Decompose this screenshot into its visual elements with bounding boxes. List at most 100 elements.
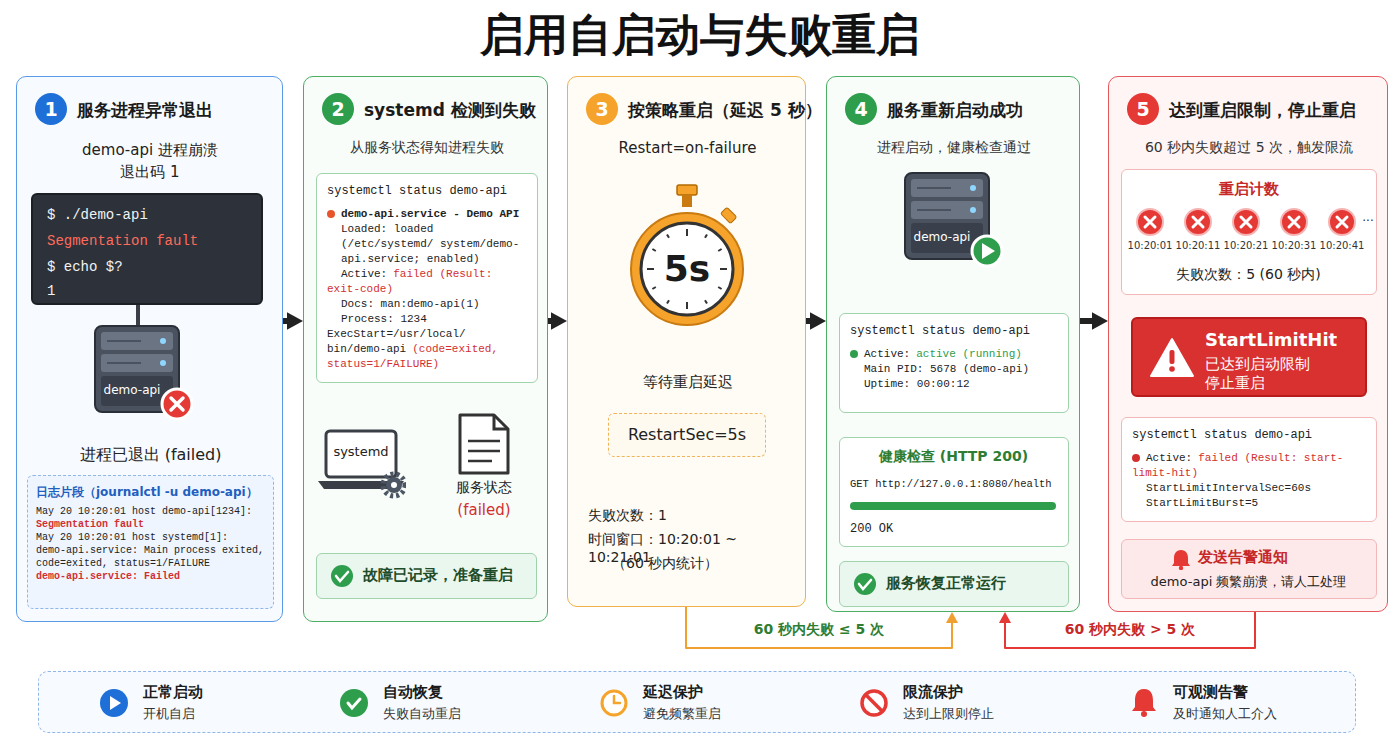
callout-number: 4 xyxy=(845,93,877,125)
status-dot xyxy=(327,210,335,218)
alert-box: StartLimitHit已达到启动限制 停止重启 xyxy=(1131,317,1367,397)
callout-number: 2 xyxy=(322,93,354,125)
node-text: 60 秒内失败超过 5 次，触发限流 xyxy=(1109,139,1389,157)
line-shape xyxy=(718,287,721,289)
time-label: 10:20:11 xyxy=(1174,240,1222,251)
node-text: active (running) xyxy=(916,348,1022,360)
line-shape xyxy=(667,234,669,237)
line-shape xyxy=(686,229,688,236)
connector xyxy=(548,312,567,330)
arrow-head xyxy=(999,612,1011,623)
line-shape xyxy=(917,187,951,189)
rect-shape xyxy=(326,431,396,477)
node-text: Active: xyxy=(864,348,910,360)
node-text: StartLimitHit xyxy=(1205,329,1355,350)
arrow-head xyxy=(551,312,567,330)
node-text: Loaded: loaded (/etc/systemd/ system/dem… xyxy=(327,222,527,267)
server-icon: demo-api xyxy=(83,322,193,422)
circle-shape xyxy=(602,691,626,715)
node-text: 服务恢复正常运行 xyxy=(886,574,1061,593)
circle-shape xyxy=(162,389,192,419)
connector-line xyxy=(686,607,952,648)
node-text: Active: xyxy=(1146,452,1192,464)
node-text: RestartSec=5s xyxy=(609,425,765,444)
node-text: 1 xyxy=(47,283,247,299)
step-panel: systemd 检测到失败从服务状态得知进程失败systemctl status… xyxy=(303,76,548,622)
path-shape xyxy=(1337,217,1347,227)
line-shape xyxy=(468,450,500,453)
circle-shape xyxy=(160,360,166,366)
node-text: 正常启动 xyxy=(143,683,303,702)
arrow-head xyxy=(287,312,303,330)
path-shape xyxy=(1241,217,1251,227)
circle-shape xyxy=(386,477,402,493)
line-shape xyxy=(718,249,721,251)
circle-shape xyxy=(100,689,128,717)
circle-shape xyxy=(1141,711,1147,717)
node-text: 健康检查 (HTTP 200) xyxy=(840,448,1067,466)
node-text: systemctl status demo-api xyxy=(850,324,1058,339)
node-text: 5s xyxy=(622,247,752,291)
node-text: 失败次数：1 xyxy=(588,507,798,525)
node-text: 达到重启限制，停止重启 xyxy=(1169,99,1356,122)
node-text: May 20 10:20:01 host systemd[1]: xyxy=(36,531,265,544)
laptop-icon: systemd xyxy=(316,429,406,499)
icon xyxy=(1170,548,1192,570)
line-shape xyxy=(667,300,669,303)
node-text: Segmentation fault xyxy=(47,233,257,249)
connector-line xyxy=(1005,612,1255,648)
step-panel: 达到重启限制，停止重启 60 秒内失败超过 5 次，触发限流重启计数失败次数：5 … xyxy=(1108,76,1388,612)
rect-shape xyxy=(721,207,737,223)
node-text: systemd 检测到失败 xyxy=(364,99,536,122)
diagram-title: 启用自启动与失败重启 xyxy=(0,6,1400,65)
connector xyxy=(806,312,826,330)
node-text: 200 OK xyxy=(850,522,1050,536)
node-text: 开机自启 xyxy=(143,705,313,723)
counter-box: 重启计数失败次数：5 (60 秒内) 10:20:0110:20:11 10:20:… xyxy=(1121,169,1377,295)
node-text: 服务进程异常退出 xyxy=(77,99,213,122)
path-shape xyxy=(614,696,620,703)
node-text: Main PID: 5678 (demo-api) xyxy=(850,362,1058,377)
icon xyxy=(39,672,1357,734)
line-shape xyxy=(468,440,500,443)
node-text: StartLimitIntervalSec=60s xyxy=(1132,481,1366,496)
path-shape xyxy=(1193,217,1203,227)
server-icon: demo-api xyxy=(893,169,1003,269)
health-box: 健康检查 (HTTP 200) GET http://127.0.0.1:8080… xyxy=(839,437,1069,547)
path-shape xyxy=(982,243,995,259)
line-shape xyxy=(652,249,655,251)
circle-shape xyxy=(160,338,166,344)
node-text: $ ./demo-api xyxy=(47,207,247,223)
status-dot xyxy=(850,350,858,358)
path-shape xyxy=(171,398,183,410)
line-shape xyxy=(652,287,655,289)
line-shape xyxy=(107,340,141,342)
connector xyxy=(1080,312,1108,330)
line-shape xyxy=(136,305,140,327)
node-text: GET http://127.0.0.1:8080/health xyxy=(850,478,1062,490)
circle-shape xyxy=(972,236,1002,266)
step-panel: 服务重新启动成功进程启动，健康检查通过demo-apisystemctl sta… xyxy=(826,76,1080,612)
node-text: 重启计数 xyxy=(1122,180,1375,199)
time-label: 10:20:31 xyxy=(1270,240,1318,251)
node-text: 限流保护 xyxy=(903,683,1063,702)
node-text: demo-api.service - Demo API xyxy=(341,208,519,220)
node-text: 失败自动重启 xyxy=(383,705,553,723)
node-text: 按策略重启（延迟 5 秒） xyxy=(628,99,822,122)
node-text: demo-api xyxy=(101,383,163,397)
node-text: demo-api.service: Failed xyxy=(36,570,265,583)
status-box: systemctl status demo-apiActive: active (… xyxy=(839,313,1069,413)
stopwatch: 5s xyxy=(622,181,752,331)
node-text: 失败次数：5 (60 秒内) xyxy=(1122,266,1375,284)
legend-bar: 正常启动开机自启自动恢复失败自动重启延迟保护避免频繁重启限流保护达到上限则停止可… xyxy=(38,671,1356,733)
path-shape xyxy=(1132,689,1156,711)
time-label: 10:20:01 xyxy=(1126,240,1174,251)
circle-shape xyxy=(1169,366,1175,372)
circle-shape xyxy=(970,185,976,191)
callout-number: 5 xyxy=(1127,93,1159,125)
path-shape xyxy=(460,415,508,473)
icon xyxy=(1149,337,1195,379)
path-shape xyxy=(494,415,508,429)
node-text: 自动恢复 xyxy=(383,683,543,702)
path-shape xyxy=(1145,217,1155,227)
